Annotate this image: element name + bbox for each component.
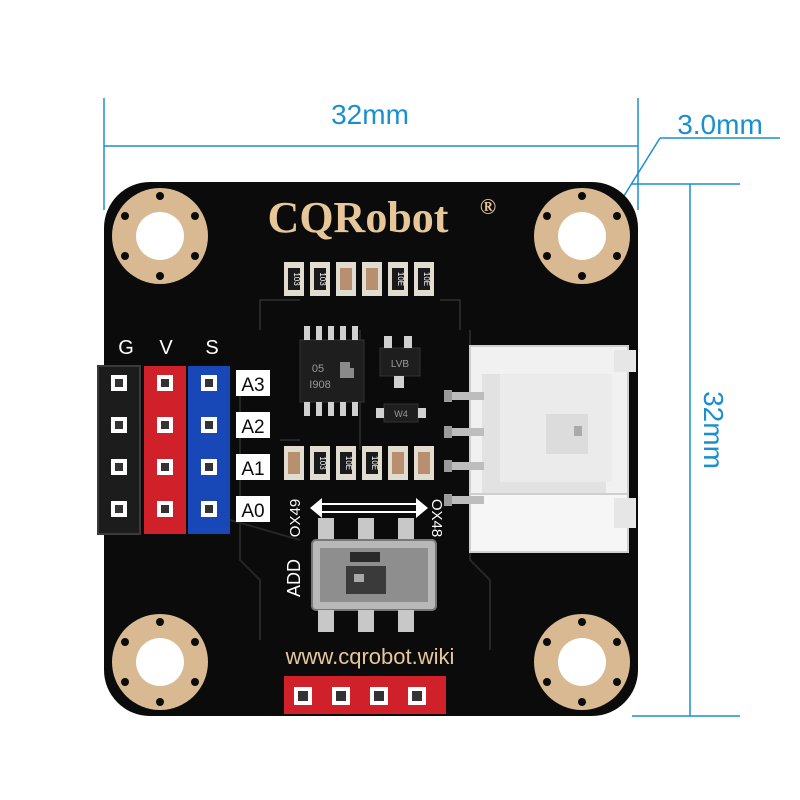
hole-label: 3.0mm xyxy=(677,109,763,140)
resistor-row-top: 103 103 10E 10E xyxy=(284,262,434,296)
bottom-pin-header[interactable] xyxy=(284,676,446,714)
resistor-code: 10E xyxy=(344,456,353,470)
chip-marking: W4 xyxy=(394,409,408,419)
channel-label-a0: A0 xyxy=(236,496,270,522)
resistor-code: 103 xyxy=(318,272,327,286)
dimension-hole: 3.0mm xyxy=(593,109,780,245)
capacitor xyxy=(388,446,408,480)
resistor: 103 xyxy=(284,262,304,296)
header-pin xyxy=(408,687,426,705)
arrow-left-icon xyxy=(310,498,322,518)
resistor-code: 103 xyxy=(318,456,327,470)
switch-add-label: ADD xyxy=(284,559,304,597)
i2c-connector[interactable] xyxy=(444,345,636,553)
channel-text: A0 xyxy=(241,501,264,522)
chip-marking: 05 xyxy=(312,363,324,375)
mounting-hole-bottom-right xyxy=(534,614,630,710)
address-left-label: OX49 xyxy=(287,499,304,537)
channel-label-a2: A2 xyxy=(236,412,270,438)
address-right-label: OX48 xyxy=(428,499,445,537)
header-pin xyxy=(370,687,388,705)
channel-label-a1: A1 xyxy=(236,454,270,480)
dimension-height: 32mm xyxy=(632,183,740,717)
ti-logo-icon xyxy=(340,362,354,378)
channel-text: A2 xyxy=(241,417,264,438)
gvs-pin-header[interactable] xyxy=(97,365,230,535)
dimension-width: 32mm xyxy=(103,98,639,210)
resistor: 10E xyxy=(388,262,408,296)
capacitor xyxy=(284,446,304,480)
resistor-code: 10E xyxy=(370,456,379,470)
mounting-hole-top-right xyxy=(534,188,630,284)
channel-label-a3: A3 xyxy=(236,370,270,396)
header-label-v: V xyxy=(159,337,173,359)
mounting-hole-top-left xyxy=(112,188,208,284)
mounting-hole-bottom-left xyxy=(112,614,208,710)
resistor-code: 103 xyxy=(292,272,301,286)
switch-knob[interactable] xyxy=(346,566,386,594)
resistor: 103 xyxy=(310,446,330,480)
adc-chip: 05 I908 xyxy=(299,326,365,416)
width-label: 32mm xyxy=(331,99,409,130)
channel-text: A1 xyxy=(241,459,264,480)
header-label-g: G xyxy=(118,337,134,359)
height-label: 32mm xyxy=(698,391,729,469)
address-switch[interactable] xyxy=(311,539,437,632)
chip-marking: LVB xyxy=(391,359,409,370)
resistor: 103 xyxy=(310,262,330,296)
arrow-right-icon xyxy=(416,498,428,518)
channel-text: A3 xyxy=(241,375,264,396)
resistor: 10E xyxy=(362,446,382,480)
resistor: 10E xyxy=(336,446,356,480)
website-url: www.cqrobot.wiki xyxy=(285,644,455,669)
chip-marking: I908 xyxy=(309,379,330,391)
address-selector-marking: OX49 OX48 xyxy=(287,498,445,540)
resistor: 10E xyxy=(414,262,434,296)
header-label-s: S xyxy=(205,337,218,359)
resistor-row-bottom: 103 10E 10E xyxy=(284,446,434,480)
capacitor xyxy=(336,262,356,296)
channel-labels: A3 A2 A1 A0 xyxy=(236,370,270,522)
resistor-code: 10E xyxy=(396,272,405,286)
capacitor xyxy=(362,262,382,296)
transistor: W4 xyxy=(376,403,426,423)
registered-mark: ® xyxy=(480,194,496,219)
header-pin xyxy=(332,687,350,705)
regulator-chip: LVB xyxy=(379,336,421,388)
header-pin xyxy=(294,687,312,705)
resistor-code: 10E xyxy=(422,272,431,286)
capacitor xyxy=(414,446,434,480)
brand-logo-text: CQRobot xyxy=(268,193,449,242)
